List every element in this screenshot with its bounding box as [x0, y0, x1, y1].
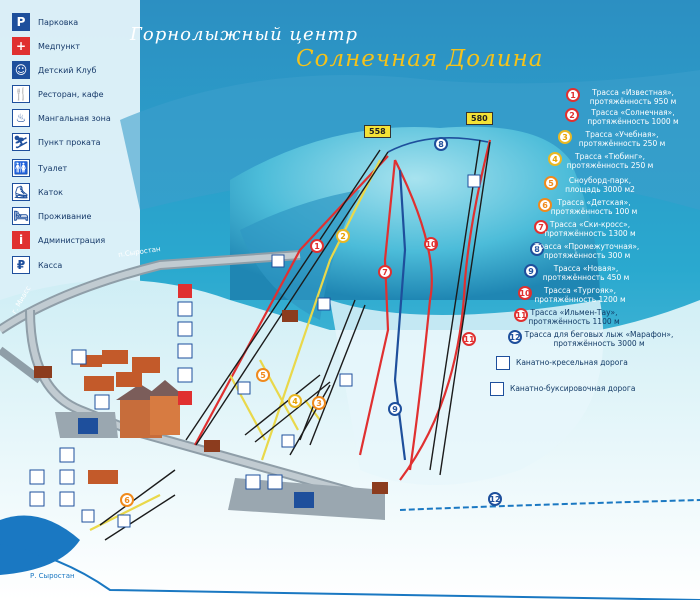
trail-legend-6: Трасса «Детская»,протяжённость 100 м — [550, 198, 638, 216]
skating-icon: ⛸ — [12, 183, 30, 201]
trail-legend-4: Трасса «Тюбинг»,протяжённость 250 м — [566, 152, 654, 170]
legend-cashier: ₽ Касса — [12, 255, 62, 275]
legend-rental: ⛷ Пункт проката — [12, 132, 101, 152]
slope-marker-3: 3 — [312, 396, 326, 410]
legend-admin: i Администрация — [12, 230, 105, 250]
trail-marker-5: 5 — [544, 176, 558, 190]
trail-marker-1: 1 — [566, 88, 580, 102]
slope-marker-7: 7 — [378, 265, 392, 279]
trail-legend-7: Трасса «Ски-кросс»,протяжённость 1300 м — [544, 220, 636, 238]
map-title-line1: Горнолыжный центр — [130, 24, 359, 45]
trail-marker-4: 4 — [548, 152, 562, 166]
trail-marker-6: 6 — [538, 198, 552, 212]
trail-marker-9: 9 — [524, 264, 538, 278]
slope-marker-5: 5 — [256, 368, 270, 382]
legend-label: Проживание — [38, 211, 92, 221]
trail-marker-2: 2 — [565, 108, 579, 122]
map-title-line2: Солнечная Долина — [296, 46, 544, 72]
service-icons — [29, 284, 314, 508]
slope-marker-8: 8 — [434, 137, 448, 151]
medical-cross-icon: + — [12, 37, 30, 55]
legend-label: Туалет — [38, 163, 68, 173]
slope-marker-11: 11 — [462, 332, 476, 346]
trail-marker-12: 12 — [508, 330, 522, 344]
slope-marker-1: 1 — [310, 239, 324, 253]
trail-legend-3: Трасса «Учебная»,протяжённость 250 м — [578, 130, 666, 148]
bbq-icon: ♨ — [12, 109, 30, 127]
peak-558-label: 558 — [364, 125, 391, 138]
legend-lodging: 🛏 Проживание — [12, 206, 91, 226]
cashier-icon: ₽ — [12, 256, 30, 274]
trail-legend-11: Трасса «Ильмен-Тау»,протяжённость 1100 м — [528, 308, 620, 326]
slope-marker-4: 4 — [288, 394, 302, 408]
legend-label: Ресторан, кафе — [38, 89, 104, 99]
slope-marker-2: 2 — [336, 229, 350, 243]
legend-label: Пункт проката — [38, 137, 101, 147]
kids-club-icon: ☺ — [12, 61, 30, 79]
river-label: Р. Сыростан — [30, 572, 75, 580]
info-icon: i — [12, 231, 30, 249]
trail-marker-7: 7 — [534, 220, 548, 234]
legend-label: Каток — [38, 187, 63, 197]
restaurant-icon: 🍴 — [12, 85, 30, 103]
chairlift-legend-label: Канатно-кресельная дорога — [516, 358, 628, 367]
slope-marker-12: 12 — [488, 492, 502, 506]
trail-marker-11: 11 — [514, 308, 528, 322]
trail-legend-8: Трасса «Промежуточная»,протяжённость 300… — [534, 242, 640, 260]
bed-icon: 🛏 — [12, 207, 30, 225]
slope-marker-10: 10 — [424, 237, 438, 251]
slope-marker-6: 6 — [120, 493, 134, 507]
legend-label: Касса — [38, 260, 63, 270]
draglift-icon — [490, 382, 504, 396]
parking-icon: P — [12, 13, 30, 31]
peak-580-label: 580 — [466, 112, 493, 125]
slope-marker-9: 9 — [388, 402, 402, 416]
legend-label: Медпункт — [38, 41, 81, 51]
legend-parking: P Парковка — [12, 12, 78, 32]
buildings — [34, 310, 388, 494]
chairlift-icon — [496, 356, 510, 370]
trail-marker-3: 3 — [558, 130, 572, 144]
lift-icons — [81, 174, 481, 528]
legend-bbq: ♨ Мангальная зона — [12, 108, 111, 128]
trail-legend-2: Трасса «Солнечная»,протяжённость 1000 м — [587, 108, 679, 126]
legend-label: Детский Клуб — [38, 65, 97, 75]
trail-legend-1: Трасса «Известная»,протяжённость 950 м — [589, 88, 677, 106]
legend-restaurant: 🍴 Ресторан, кафе — [12, 84, 104, 104]
trail-legend-12: Трасса для беговых лыж «Марафон»,протяжё… — [524, 330, 674, 348]
rental-icon: ⛷ — [12, 133, 30, 151]
trail-legend-9: Трасса «Новая»,протяжённость 450 м — [542, 264, 630, 282]
trail-marker-10: 10 — [518, 286, 532, 300]
legend-kids-club: ☺ Детский Клуб — [12, 60, 96, 80]
trail-legend-10: Трасса «Тургояк»,протяжённость 1200 м — [534, 286, 626, 304]
legend-medical: + Медпункт — [12, 36, 80, 56]
trail-marker-8: 8 — [530, 242, 544, 256]
legend-label: Парковка — [38, 17, 79, 27]
legend-label: Мангальная зона — [38, 113, 111, 123]
trail-legend-5: Сноуборд-парк,площадь 3000 м2 — [565, 176, 635, 194]
legend-rink: ⛸ Каток — [12, 182, 63, 202]
toilet-icon: 🚻 — [12, 159, 30, 177]
legend-label: Администрация — [38, 235, 106, 245]
legend-toilet: 🚻 Туалет — [12, 158, 67, 178]
draglift-legend-label: Канатно-буксировочная дорога — [510, 384, 636, 393]
